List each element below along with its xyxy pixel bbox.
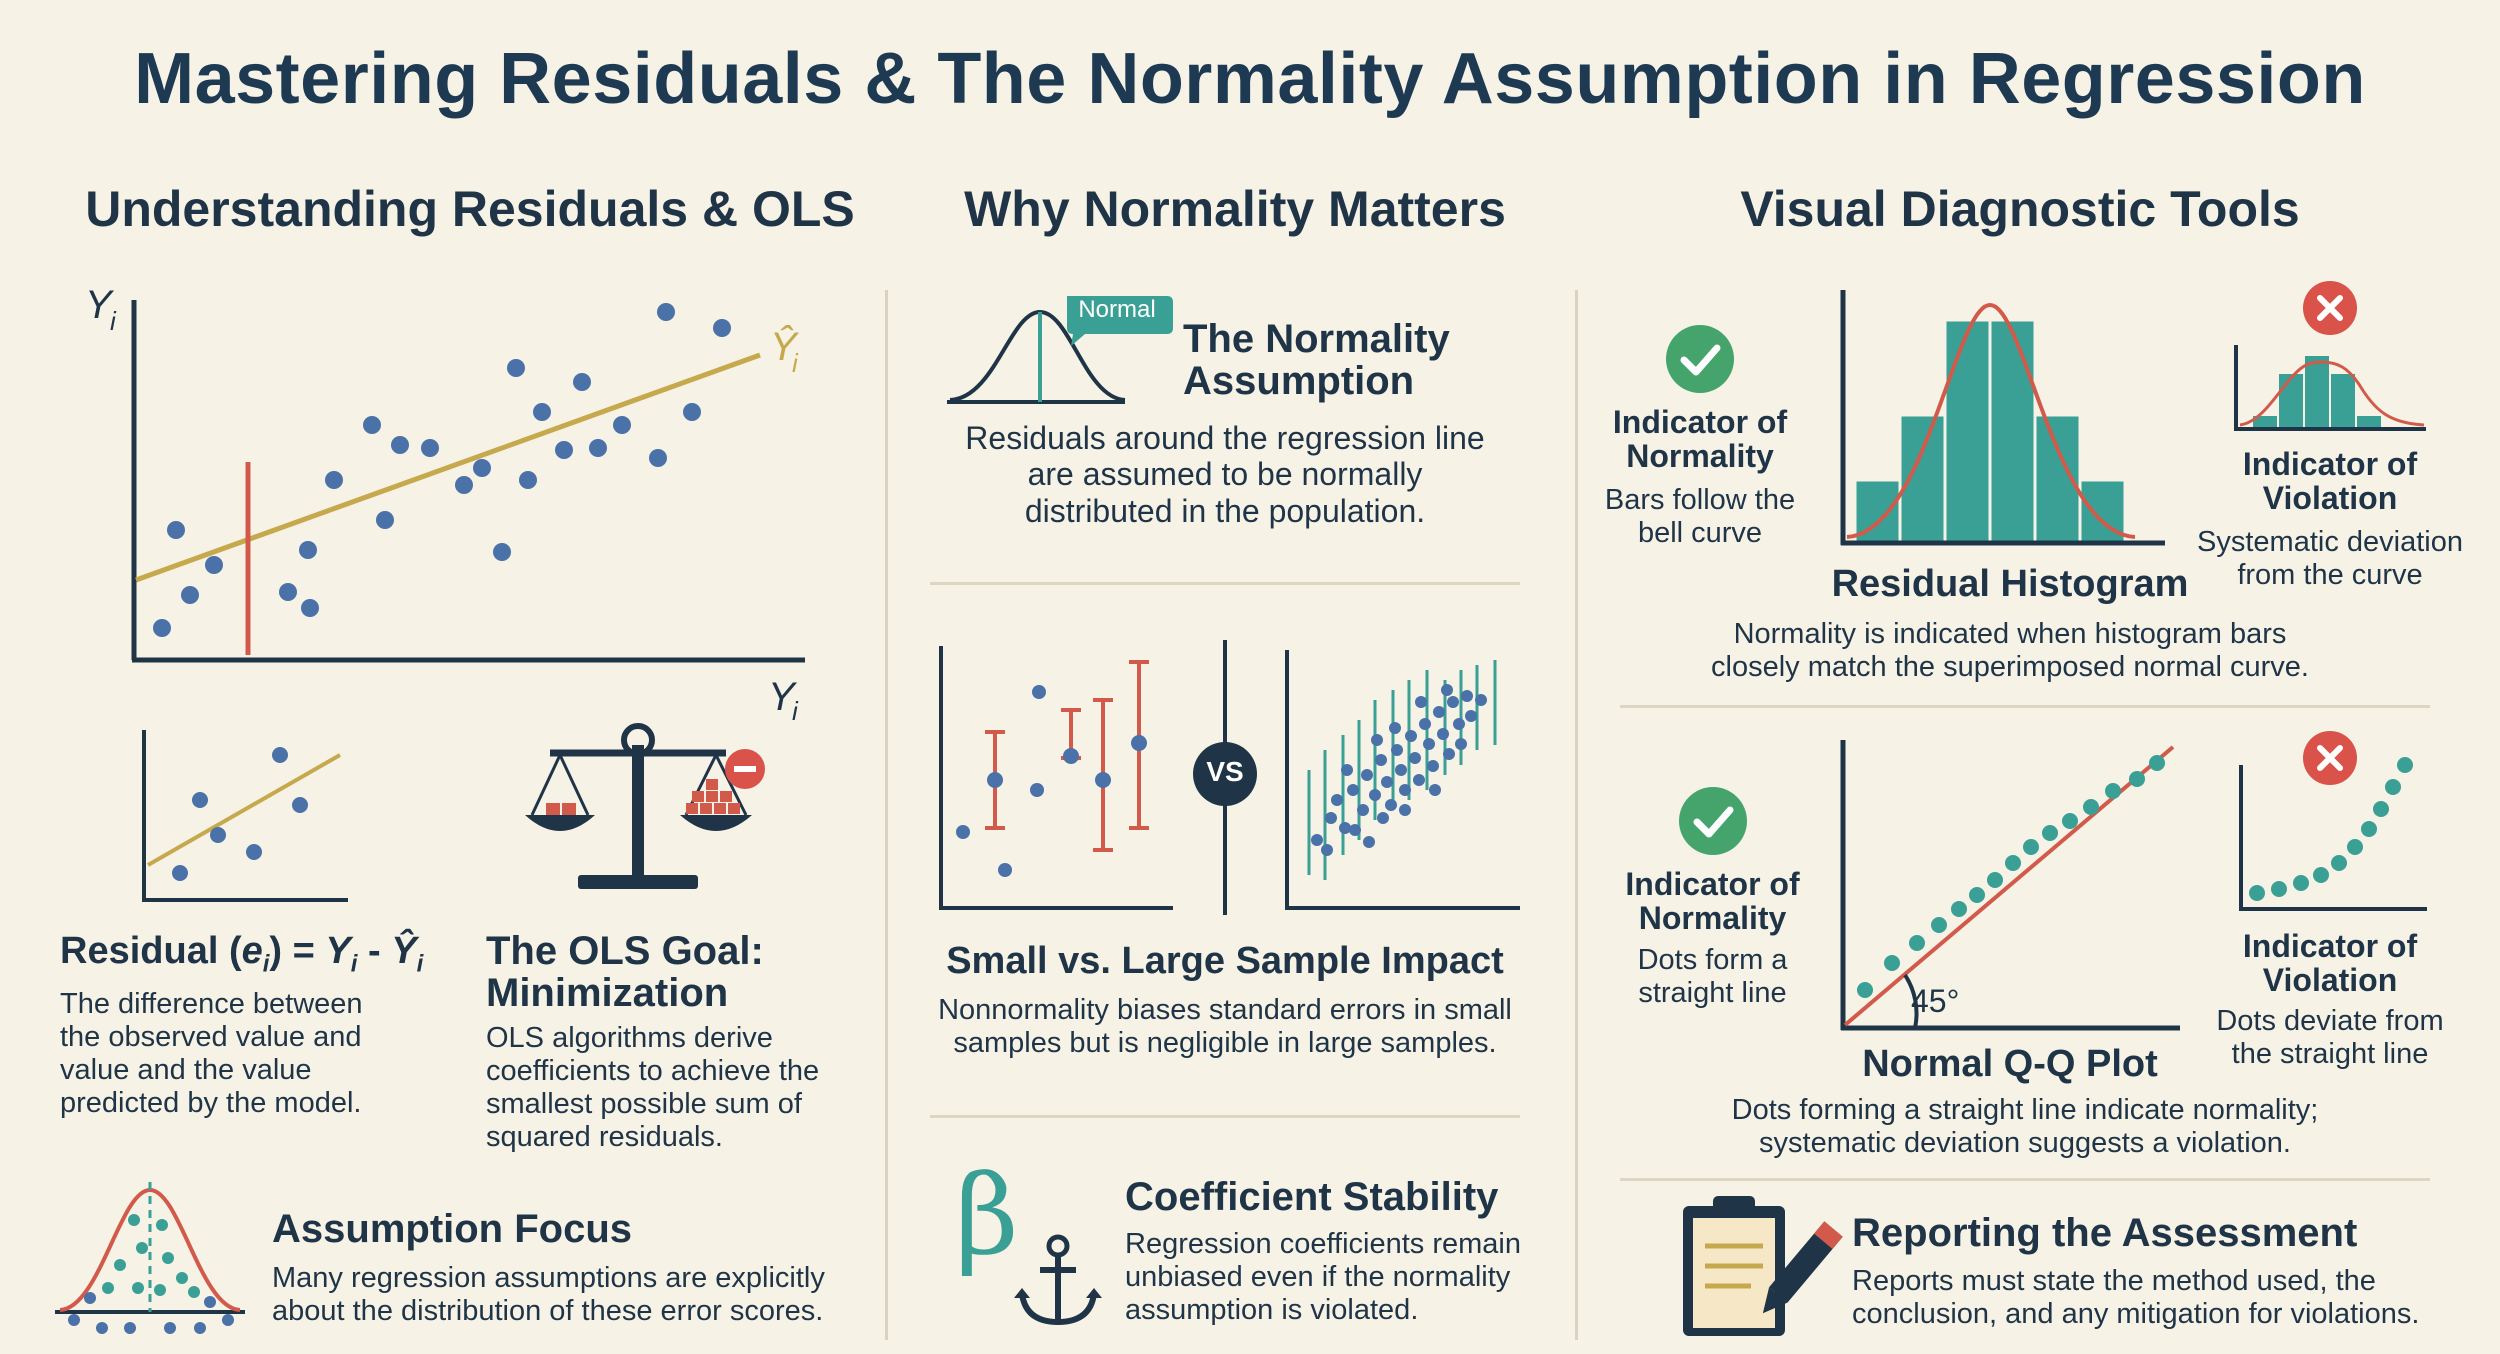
angle-label: 45° [1911, 983, 1960, 1019]
hist-bad-heading: Indicator of Violation [2242, 446, 2418, 516]
middle-divider-1 [930, 582, 1520, 585]
qq-heading: Normal Q-Q Plot [1862, 1043, 2158, 1085]
normal-histogram [1835, 285, 2175, 550]
ols-heading: The OLS Goal: Minimization [486, 929, 764, 1015]
histogram-heading: Residual Histogram [1831, 563, 2189, 605]
reporting-heading: Reporting the Assessment [1852, 1211, 2358, 1255]
large-sample-points [1311, 684, 1487, 856]
middle-column-title: Why Normality Matters [964, 181, 1506, 237]
right-divider-2 [1620, 1178, 2430, 1181]
bell-curve-icon [50, 1170, 250, 1340]
column-divider-left [885, 290, 888, 1340]
right-column-title: Visual Diagnostic Tools [1740, 181, 2300, 237]
cross-icon [2302, 280, 2358, 336]
histogram-text: Normality is indicated when histogram ba… [1711, 618, 2309, 684]
hist-bad-text: Systematic deviation from the curve [2197, 526, 2463, 592]
sample-text: Nonnormality biases standard errors in s… [938, 994, 1512, 1060]
scatter-points [153, 303, 731, 637]
hist-good-text: Bars follow the bell curve [1604, 484, 1796, 550]
sample-comparison-plots [935, 635, 1525, 920]
ols-text: OLS algorithms derive coefficients to ac… [486, 1022, 820, 1154]
assumption-focus-text: Many regression assumptions are explicit… [272, 1262, 825, 1328]
beta-icon: β [955, 1151, 1019, 1279]
y-axis-label: Y [85, 290, 115, 327]
qq-good-heading: Indicator of Normality [1625, 866, 1800, 936]
vs-label: VS [1206, 756, 1244, 787]
check-icon [1665, 324, 1735, 394]
cross-icon [2302, 730, 2358, 786]
qq-text: Dots forming a straight line indicate no… [1731, 1094, 2319, 1160]
minus-icon [724, 748, 766, 790]
skewed-histogram [2230, 345, 2430, 435]
right-divider-1 [1620, 705, 2430, 708]
residual-mini-plot [130, 725, 360, 905]
regression-line [135, 352, 761, 583]
assumption-focus-heading: Assumption Focus [272, 1207, 633, 1251]
normal-qq-plot [1835, 735, 2185, 1035]
main-scatter-plot: Y i Y i Ŷ i [70, 283, 830, 726]
svg-text:i: i [110, 306, 117, 336]
residual-text: The difference between the observed valu… [60, 988, 363, 1120]
reporting-text: Reports must state the method used, the … [1852, 1265, 2420, 1331]
normal-badge: Normal [1078, 296, 1156, 323]
middle-divider-2 [930, 1115, 1520, 1118]
x-axis-label: Y [768, 675, 798, 719]
left-column-title: Understanding Residuals & OLS [85, 181, 855, 237]
stability-text: Regression coefficients remain unbiased … [1125, 1228, 1521, 1327]
qq-bad-text: Dots deviate from the straight line [2216, 1005, 2444, 1071]
clipboard-icon [1675, 1190, 1835, 1340]
qq-good-text: Dots form a straight line [1637, 944, 1788, 1010]
check-icon [1678, 786, 1748, 856]
residual-heading: Residual (ei) = Yi - Ŷi [60, 930, 424, 978]
column-divider-right [1575, 290, 1578, 1340]
sample-heading: Small vs. Large Sample Impact [946, 940, 1504, 982]
anchor-icon [1008, 1232, 1108, 1332]
main-title: Mastering Residuals & The Normality Assu… [134, 39, 2366, 119]
deviating-qq-plot [2235, 745, 2430, 915]
svg-text:i: i [792, 348, 799, 378]
scale-icon [520, 715, 770, 895]
normality-heading: The Normality Assumption [1183, 317, 1450, 403]
svg-text:i: i [792, 696, 799, 720]
pencil-icon [1745, 1215, 1845, 1335]
normal-curve-icon [945, 290, 1175, 410]
hist-good-heading: Indicator of Normality [1612, 404, 1788, 474]
stability-heading: Coefficient Stability [1125, 1175, 1499, 1219]
fitted-line-label: Ŷ [770, 324, 800, 369]
normality-text: Residuals around the regression line are… [965, 420, 1485, 529]
qq-bad-heading: Indicator of Violation [2242, 928, 2418, 998]
